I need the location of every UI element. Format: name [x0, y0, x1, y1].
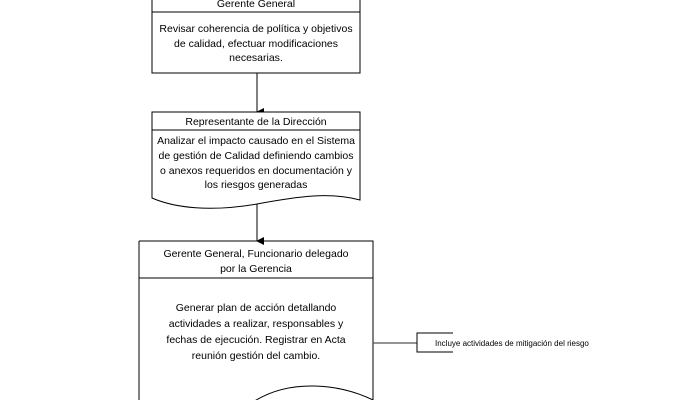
- step-text-line: Analizar el impacto causado en el Sistem…: [157, 135, 355, 147]
- step-text-line: de calidad, efectuar modificaciones: [174, 38, 338, 50]
- step-text-line: reunión gestión del cambio.: [192, 350, 320, 362]
- step-text-line: de gestión de Calidad definiendo cambios: [159, 150, 354, 162]
- step-text-line: los riesgos generadas: [205, 179, 308, 191]
- role-label: Representante de la Dirección: [185, 116, 326, 128]
- role-label: Gerente General: [217, 0, 295, 10]
- step-text-line: necesarias.: [229, 52, 283, 64]
- role-label: Gerente General, Funcionario delegado: [163, 248, 348, 260]
- document-box-generar-plan: Gerente General, Funcionario delegado po…: [138, 240, 374, 400]
- role-label: por la Gerencia: [220, 263, 292, 275]
- step-text-line: Generar plan de acción detallando: [176, 302, 337, 314]
- annotation-note: Incluye actividades de mitigación del ri…: [373, 332, 589, 353]
- step-text-line: actividades a realizar, responsables y: [169, 318, 344, 330]
- annotation-text: Incluye actividades de mitigación del ri…: [435, 339, 589, 348]
- document-box-analizar: Representante de la Dirección Analizar e…: [151, 111, 361, 209]
- step-text-line: o anexos requeridos en documentación y: [160, 165, 353, 177]
- step-text-line: fechas de ejecución. Registrar en Acta: [166, 334, 345, 346]
- step-text-line: Revisar coherencia de política y objetiv…: [159, 23, 352, 35]
- process-box-revisar: Gerente General Revisar coherencia de po…: [151, 0, 361, 74]
